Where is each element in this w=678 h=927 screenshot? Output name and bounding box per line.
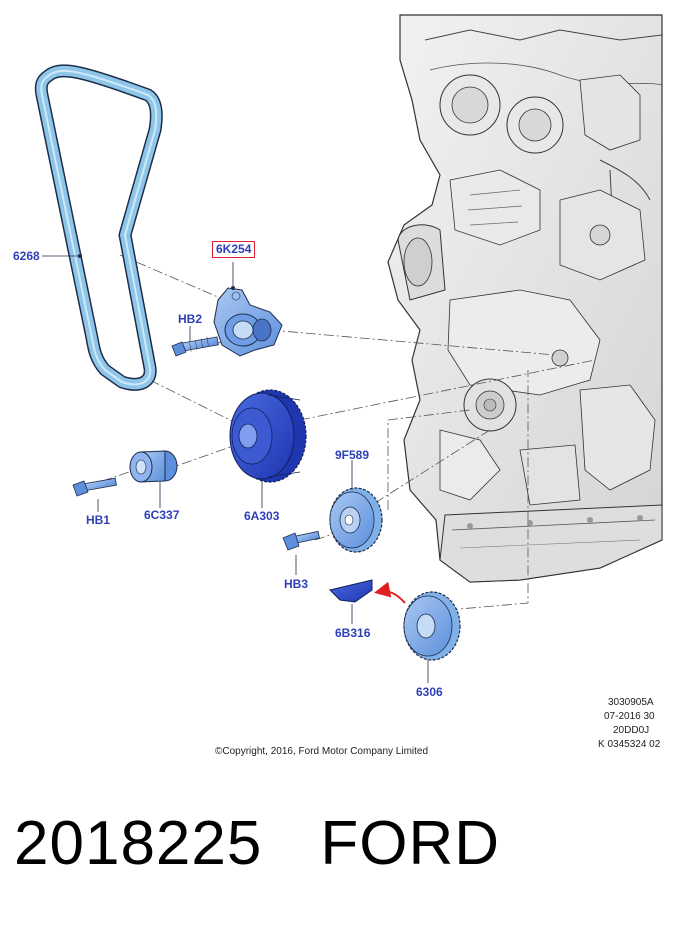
bolt-hb3 [282,530,321,551]
callout-6c337: 6C337 [144,508,180,522]
callout-6k254: 6K254 [212,241,256,258]
ref-number: K 0345324 02 [598,739,661,750]
direction-arrow [374,581,406,604]
bolt-hb1 [72,477,117,497]
part-number: 2018225 [14,809,263,878]
callout-6b316: 6B316 [335,626,371,640]
crankshaft-pulley [229,389,307,483]
spacer-6c337 [129,450,178,483]
ref-code: 3030905A [608,697,654,708]
drive-belt [34,64,163,391]
callout-hb1: HB1 [86,513,111,527]
engine-block [387,14,663,583]
callout-hb2: HB2 [178,312,203,326]
part-caption: 2018225 FORD [14,808,500,879]
gear-9f589 [329,487,383,553]
callout-6306: 6306 [416,685,443,699]
ref-engine: 20DD0J [613,725,650,736]
callout-6a303: 6A303 [244,509,280,523]
bolt-hb2 [171,336,219,357]
ref-date: 07-2016 30 [604,711,655,722]
callout-hb3: HB3 [284,577,309,591]
brand-name: FORD [320,809,501,878]
callout-9f589: 9F589 [335,448,370,462]
sprocket-6306 [403,591,461,661]
chain-guide-6b316 [329,579,373,603]
copyright-notice: ©Copyright, 2016, Ford Motor Company Lim… [215,746,429,757]
belt-tensioner [213,287,283,357]
callout-leaders [42,253,429,683]
callout-6268: 6268 [13,249,40,263]
